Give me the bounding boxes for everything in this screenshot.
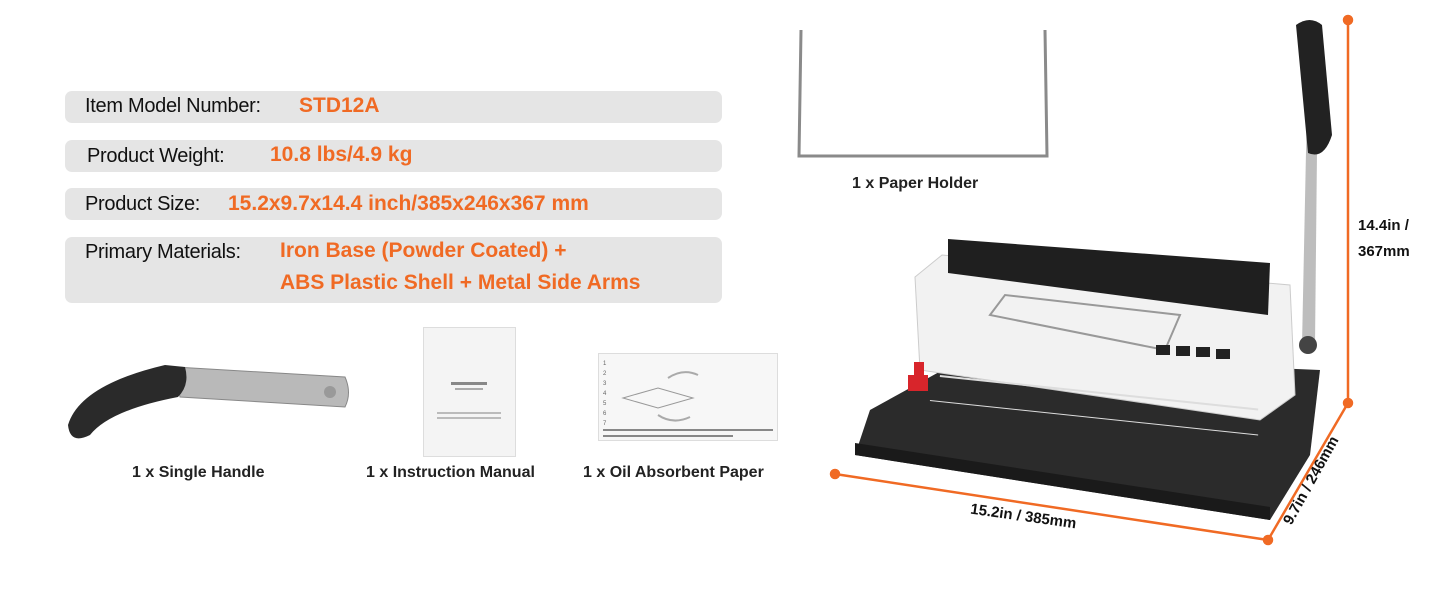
svg-text:3: 3 [603, 381, 607, 387]
caption-single-handle: 1 x Single Handle [132, 464, 265, 481]
spec-value: 15.2x9.7x14.4 inch/385x246x367 mm [228, 192, 589, 215]
height-dimension-line2: 367mm [1358, 243, 1410, 260]
height-dimension-line1: 14.4in / [1358, 217, 1409, 234]
spec-label: Item Model Number: [85, 95, 261, 117]
svg-text:6: 6 [603, 411, 607, 417]
caption-oil-absorbent-paper: 1 x Oil Absorbent Paper [583, 464, 764, 481]
caption-instruction-manual: 1 x Instruction Manual [366, 464, 535, 481]
spec-row-weight: Product Weight: 10.8 lbs/4.9 kg [65, 140, 722, 172]
spec-row-model: Item Model Number: STD12A [65, 91, 722, 123]
svg-text:1: 1 [603, 361, 607, 367]
spec-value-line2: ABS Plastic Shell + Metal Side Arms [280, 271, 641, 294]
spec-value: STD12A [299, 94, 380, 117]
oil-absorbent-paper-image: 1 2 3 4 5 6 7 [598, 353, 778, 441]
svg-text:2: 2 [603, 371, 607, 377]
spec-row-size: Product Size: 15.2x9.7x14.4 inch/385x246… [65, 188, 722, 220]
caption-paper-holder: 1 x Paper Holder [852, 175, 979, 192]
spec-label: Product Size: [85, 193, 201, 215]
spec-label: Primary Materials: [85, 241, 241, 263]
spec-label: Product Weight: [87, 145, 225, 167]
binding-machine-image [855, 20, 1332, 520]
svg-text:4: 4 [603, 391, 607, 397]
spec-value-line1: Iron Base (Powder Coated) + [280, 239, 567, 262]
svg-text:7: 7 [603, 421, 607, 427]
single-handle-image [68, 365, 349, 439]
svg-text:5: 5 [603, 401, 607, 407]
instruction-manual-image [423, 327, 516, 457]
paper-holder-image [797, 29, 1049, 158]
spec-row-materials: Primary Materials: Iron Base (Powder Coa… [65, 237, 722, 303]
spec-value: 10.8 lbs/4.9 kg [270, 143, 413, 166]
